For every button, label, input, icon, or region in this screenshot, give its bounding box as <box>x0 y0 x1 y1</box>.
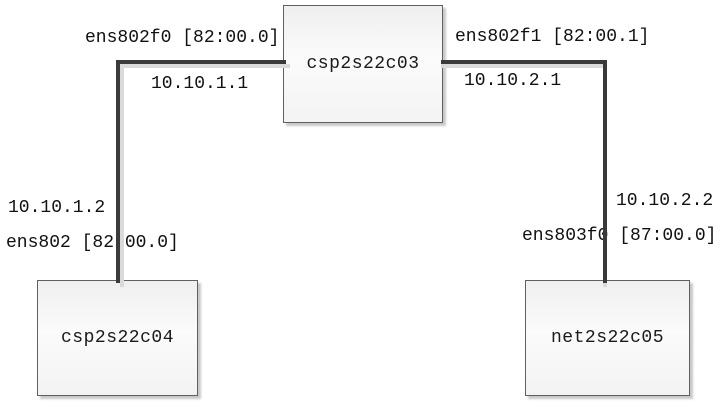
link-right-top-ip-label: 10.10.2.1 <box>464 71 562 91</box>
link-left-top-interface-label: ens802f0 [82:00.0] <box>85 28 280 48</box>
node-net2s22c05-label: net2s22c05 <box>550 328 665 348</box>
node-csp2s22c04: csp2s22c04 <box>37 280 198 396</box>
link-right-bottom-interface-label: ens803f0 [87:00.0] <box>522 226 717 246</box>
link-right-connector <box>441 60 607 283</box>
link-left-bottom-ip-label: 10.10.1.2 <box>8 198 106 218</box>
node-csp2s22c04-label: csp2s22c04 <box>60 328 175 348</box>
node-net2s22c05: net2s22c05 <box>525 280 690 396</box>
link-right-connector-shadow <box>441 64 607 287</box>
link-left-bottom-interface-label: ens802 [82:00.0] <box>6 233 179 253</box>
node-csp2s22c03: csp2s22c03 <box>283 5 443 123</box>
link-left-top-ip-label: 10.10.1.1 <box>151 74 249 94</box>
link-left-connector-shadow <box>120 64 290 287</box>
node-csp2s22c03-label: csp2s22c03 <box>306 54 420 74</box>
link-right-bottom-ip-label: 10.10.2.2 <box>616 191 714 211</box>
link-right-top-interface-label: ens802f1 [82:00.1] <box>455 27 650 47</box>
